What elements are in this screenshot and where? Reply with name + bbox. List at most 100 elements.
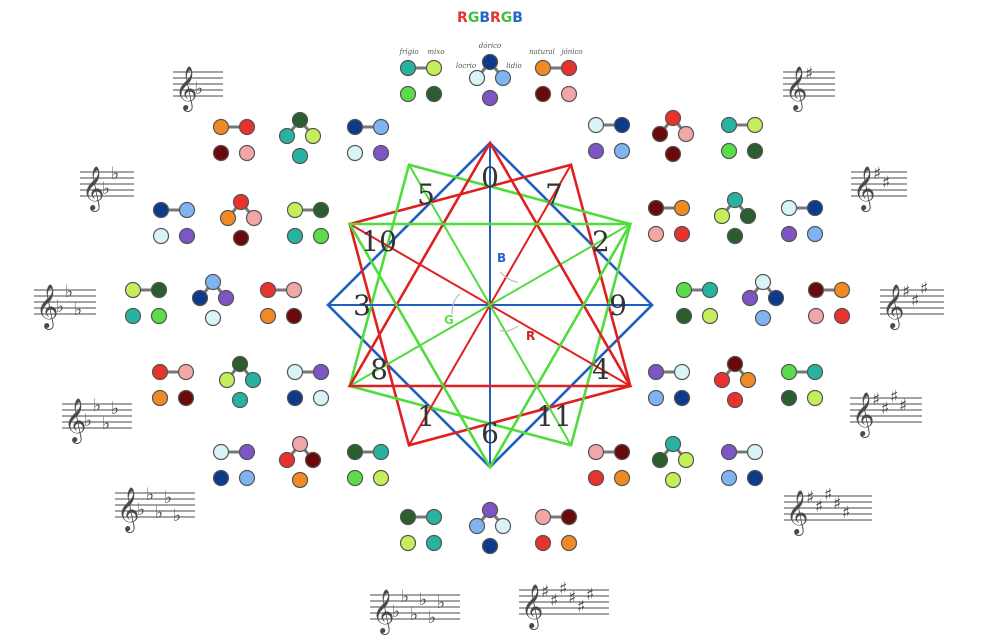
note-dot [178, 227, 196, 245]
note-group-tri [219, 193, 263, 247]
note-dot [664, 471, 682, 489]
note-dot [741, 289, 759, 307]
sharp-icon: ♯ [568, 588, 576, 608]
note-dot [560, 59, 578, 77]
note-group-quad [675, 281, 719, 325]
note-dot [259, 281, 277, 299]
note-dot [587, 142, 605, 160]
note-dot [372, 469, 390, 487]
note-dot [191, 289, 209, 307]
note-dot [833, 281, 851, 299]
flat-icon: ♭ [195, 79, 203, 99]
green-triangle-a [347, 222, 633, 470]
rgb-axis-labels: BGR [444, 251, 535, 343]
flat-icon: ♭ [155, 503, 163, 523]
note-dot [494, 69, 512, 87]
note-group-quad [346, 443, 390, 487]
note-dot [613, 443, 631, 461]
mode-label-frigio: frigio [398, 48, 418, 56]
note-group-tri [651, 109, 695, 163]
note-dot [613, 116, 631, 134]
note-group-quad [647, 199, 691, 243]
note-dot [219, 209, 237, 227]
note-dot [806, 199, 824, 217]
note-group-quad [807, 281, 851, 325]
note-dot [285, 307, 303, 325]
note-dot [613, 142, 631, 160]
note-dot [833, 307, 851, 325]
circle-number: 5 [417, 178, 435, 211]
sharp-icon: ♯ [873, 164, 881, 184]
circle-number: 6 [481, 417, 499, 450]
note-dot [291, 435, 309, 453]
note-group-tri [191, 273, 235, 327]
note-group-quad [587, 443, 631, 487]
note-dot [399, 85, 417, 103]
key-signature-staff: 𝄞♭♭♭♭♭♭ [370, 587, 460, 635]
flat-icon: ♭ [111, 399, 119, 419]
note-group-quad [124, 281, 168, 325]
note-dot [754, 273, 772, 291]
note-group-quad [780, 199, 824, 243]
note-dot [664, 109, 682, 127]
sharp-icon: ♯ [586, 585, 594, 605]
circle-number: 2 [592, 225, 610, 258]
note-group-quad [152, 201, 196, 245]
note-dot [481, 537, 499, 555]
note-dot [675, 307, 693, 325]
note-dot [245, 209, 263, 227]
note-dot [218, 371, 236, 389]
note-dot [494, 517, 512, 535]
note-dot [701, 307, 719, 325]
note-dot [312, 389, 330, 407]
note-dot [259, 307, 277, 325]
note-dot [746, 443, 764, 461]
note-dot [713, 207, 731, 225]
note-dot [701, 281, 719, 299]
note-dot [468, 69, 486, 87]
note-dot [673, 225, 691, 243]
key-signature-staff: 𝄞♭♭♭♭ [62, 396, 132, 444]
note-dot [481, 53, 499, 71]
green-diagonal-2 [408, 164, 572, 446]
flat-icon: ♭ [65, 282, 73, 302]
title-letter: B [479, 10, 490, 26]
note-dot [150, 307, 168, 325]
note-group-quad [286, 201, 330, 245]
circle-number: 4 [592, 353, 610, 386]
note-dot [647, 225, 665, 243]
note-dot [587, 116, 605, 134]
note-dot [152, 201, 170, 219]
note-dot [150, 281, 168, 299]
polygon-lines [326, 140, 654, 470]
note-group-quad [534, 508, 578, 552]
axis-label: G [444, 313, 454, 327]
note-group-tri [468, 501, 512, 555]
note-dot [304, 127, 322, 145]
note-dot [673, 199, 691, 217]
note-dot [238, 118, 256, 136]
note-dot [346, 443, 364, 461]
note-dot [231, 391, 249, 409]
note-dot [399, 59, 417, 77]
note-dot [212, 144, 230, 162]
note-dot [204, 273, 222, 291]
flat-icon: ♭ [84, 411, 92, 431]
flat-icon: ♭ [93, 396, 101, 416]
note-dot [673, 389, 691, 407]
note-group-quad [346, 118, 390, 162]
note-dot [587, 443, 605, 461]
note-dot [204, 309, 222, 327]
note-group-quad [399, 508, 443, 552]
note-dot [312, 201, 330, 219]
note-groups [124, 53, 851, 555]
note-group-tri [741, 273, 785, 327]
note-dot [217, 289, 235, 307]
key-signature-staff: 𝄞♭♭♭ [34, 282, 96, 330]
note-dot [677, 125, 695, 143]
note-dot [587, 469, 605, 487]
sharp-icon: ♯ [806, 488, 814, 508]
treble-clef-icon: 𝄞 [853, 166, 875, 212]
flat-icon: ♭ [419, 590, 427, 610]
note-dot [238, 144, 256, 162]
